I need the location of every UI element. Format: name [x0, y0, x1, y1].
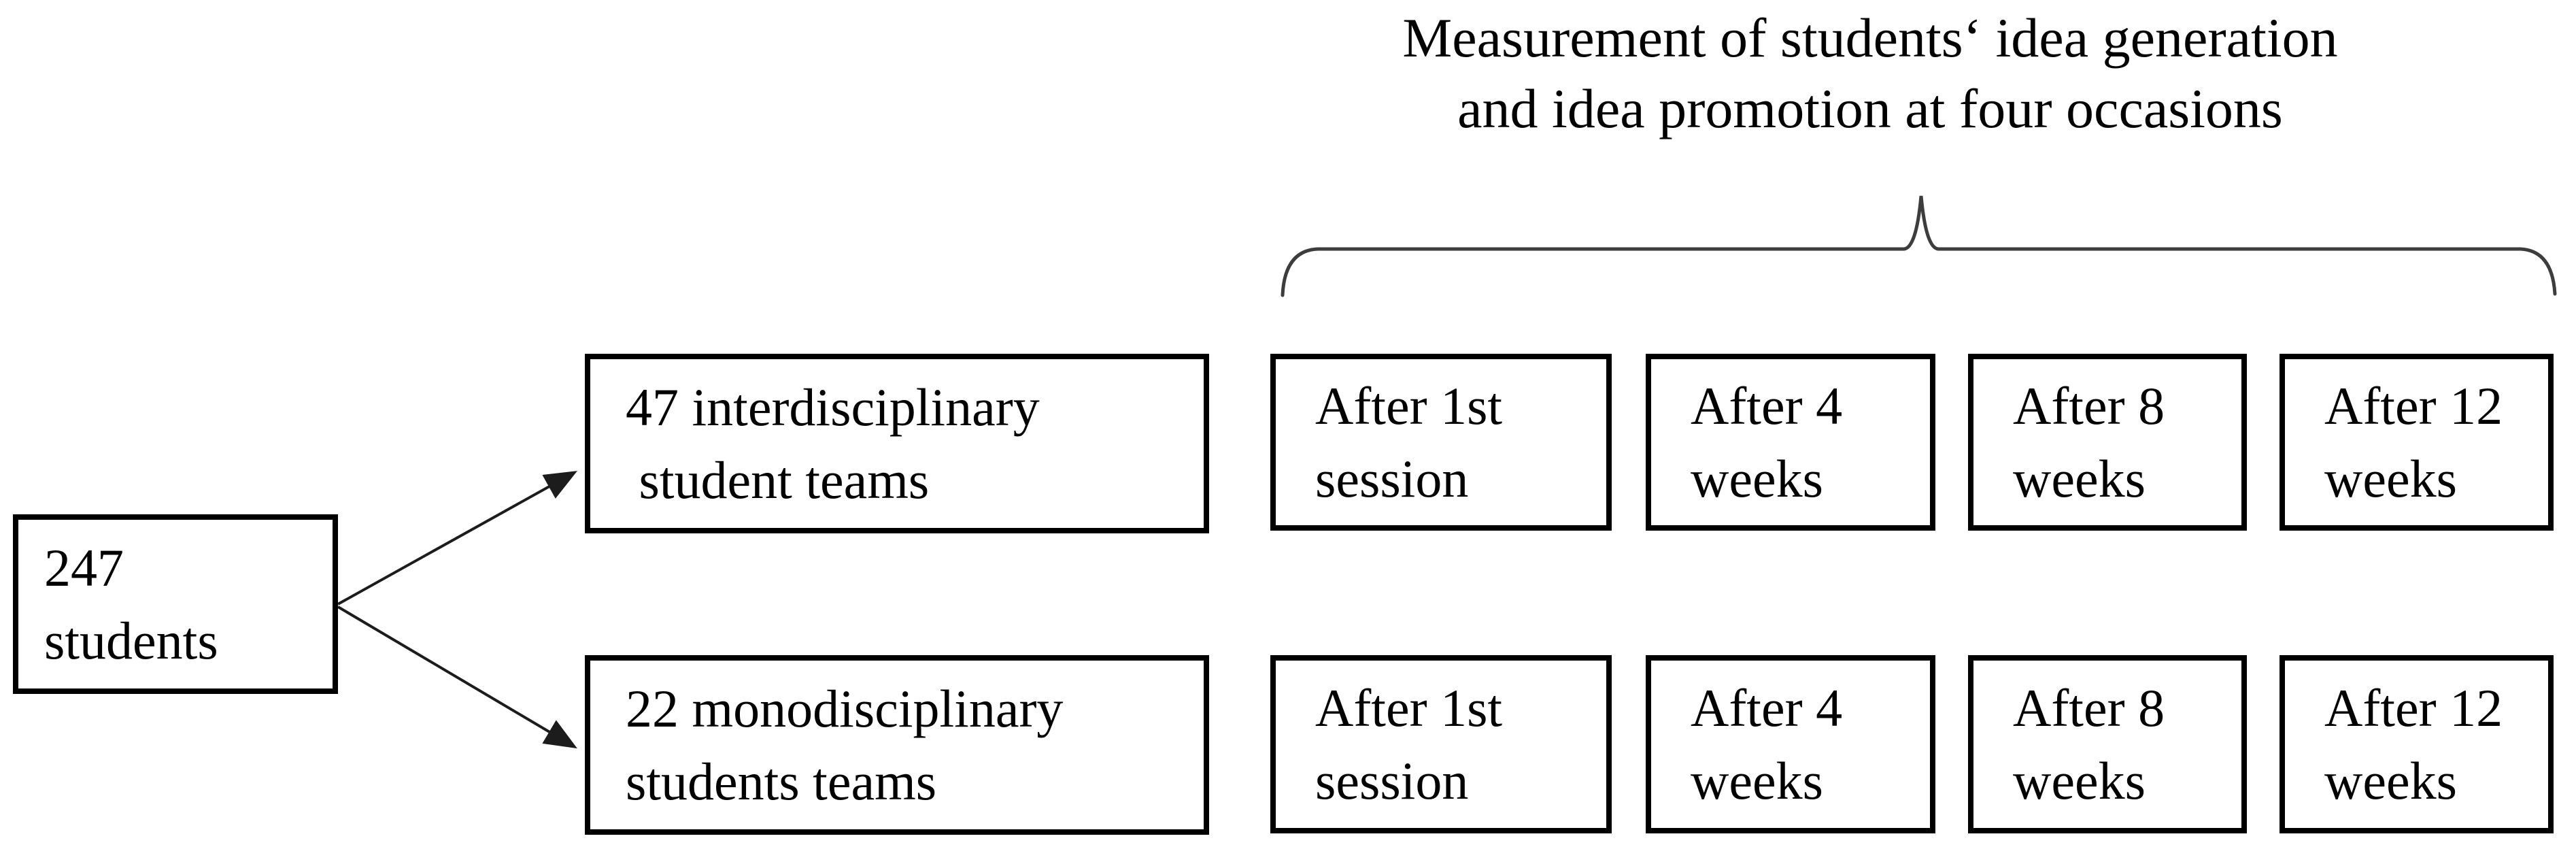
branch-arrow-up-icon — [337, 471, 577, 605]
occasion-box-row1-after-8-weeks: After 8 weeks — [1968, 354, 2247, 531]
title-line-2: and idea promotion at four occasions — [1457, 78, 2283, 139]
occasion-line-1: After 4 — [1691, 678, 1843, 737]
students-box: 247 students — [13, 514, 338, 694]
monodisciplinary-teams-box: 22 monodisciplinary students teams — [585, 655, 1209, 835]
occasion-line-1: After 8 — [2013, 376, 2165, 435]
occasion-box-row2-after-4-weeks: After 4 weeks — [1646, 655, 1935, 833]
monodisciplinary-teams-line-1: 22 monodisciplinary — [626, 679, 1064, 738]
top-curly-brace-icon — [1281, 195, 2557, 297]
occasion-line-1: After 1st — [1315, 678, 1503, 737]
occasion-line-1: After 1st — [1315, 376, 1503, 435]
occasion-line-1: After 12 — [2324, 376, 2503, 435]
interdisciplinary-teams-line-1: 47 interdisciplinary — [626, 378, 1040, 437]
occasion-box-row1-after-1st-session: After 1st session — [1270, 354, 1612, 531]
occasion-box-row2-after-1st-session: After 1st session — [1270, 655, 1612, 833]
interdisciplinary-teams-line-2: student teams — [626, 450, 930, 510]
branch-arrow-down-icon — [337, 605, 577, 749]
occasion-box-row2-after-8-weeks: After 8 weeks — [1968, 655, 2247, 833]
occasion-line-2: weeks — [2013, 751, 2146, 810]
occasion-line-2: weeks — [1691, 449, 1823, 508]
occasion-line-1: After 8 — [2013, 678, 2165, 737]
occasion-line-2: session — [1315, 449, 1469, 508]
occasion-box-row2-after-12-weeks: After 12 weeks — [2280, 655, 2554, 833]
occasion-line-2: weeks — [2324, 751, 2457, 810]
diagram-title: Measurement of students‘ idea generation… — [1292, 3, 2448, 144]
occasion-line-2: weeks — [2013, 449, 2146, 508]
occasion-line-2: session — [1315, 751, 1469, 810]
monodisciplinary-teams-line-2: students teams — [626, 752, 937, 811]
occasion-line-2: weeks — [2324, 449, 2457, 508]
occasion-line-2: weeks — [1691, 751, 1823, 810]
interdisciplinary-teams-box: 47 interdisciplinary student teams — [585, 354, 1209, 533]
students-box-line-1: 247 — [44, 538, 124, 597]
occasion-box-row1-after-4-weeks: After 4 weeks — [1646, 354, 1935, 531]
occasion-box-row1-after-12-weeks: After 12 weeks — [2280, 354, 2554, 531]
students-box-line-2: students — [44, 611, 218, 670]
occasion-line-1: After 12 — [2324, 678, 2503, 737]
title-line-1: Measurement of students‘ idea generation — [1402, 7, 2338, 69]
occasion-line-1: After 4 — [1691, 376, 1843, 435]
